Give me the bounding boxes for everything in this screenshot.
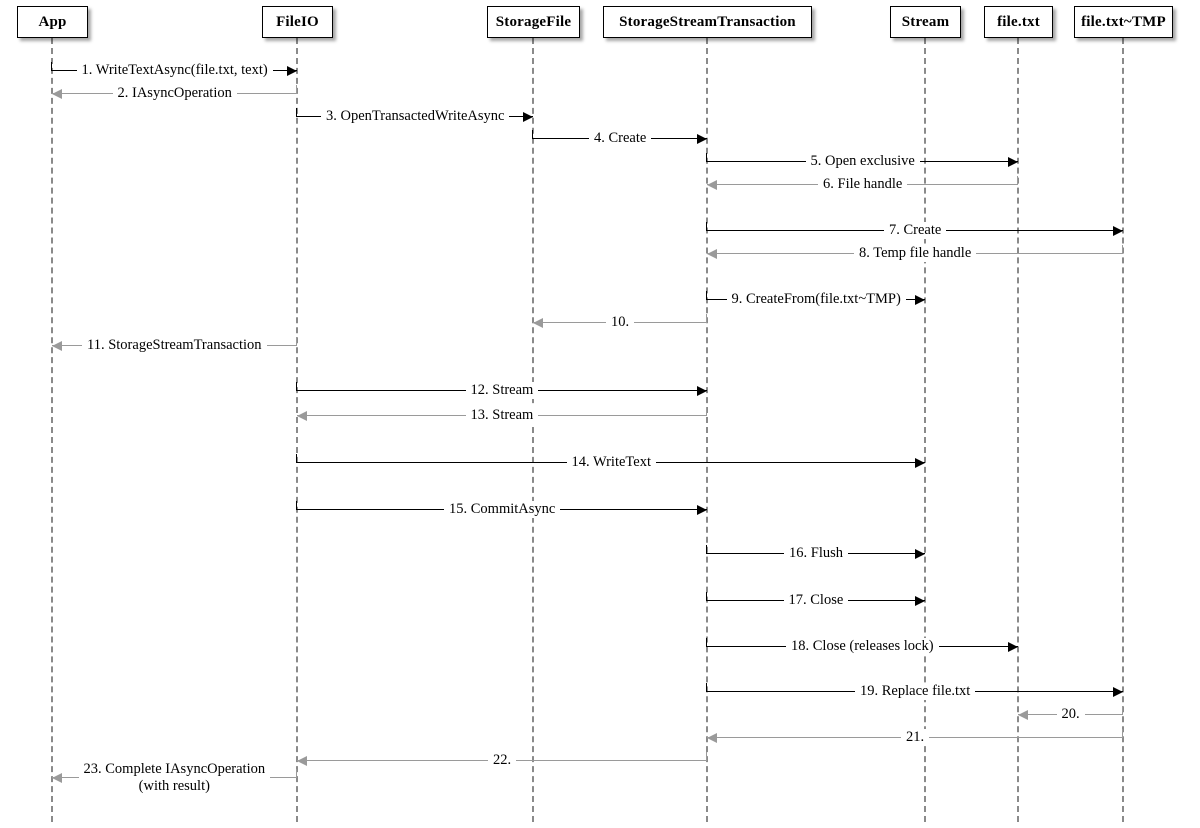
message-label: 9. CreateFrom(file.txt~TMP) [726,290,906,308]
message-label: 6. File handle [818,175,908,193]
message-arrowhead [915,458,925,468]
message-arrowhead [1113,226,1123,236]
message-arrowhead [523,112,533,122]
message-arrowhead [697,386,707,396]
message-origin-tick [51,62,52,71]
message-arrowhead [1008,642,1018,652]
message-label: 15. CommitAsync [444,500,561,518]
message-label: 16. Flush [784,544,848,562]
message-arrowhead [697,505,707,515]
message-arrowhead [915,549,925,559]
message-arrowhead [52,89,62,99]
message-label: 4. Create [589,129,652,147]
message-label: 13. Stream [465,406,539,424]
message-label: 7. Create [884,221,947,239]
message-label: 18. Close (releases lock) [786,637,939,655]
message-origin-tick [706,222,707,231]
message-label: 5. Open exclusive [805,152,920,170]
message-arrowhead [707,249,717,259]
lifeline-header-label: file.txt~TMP [1081,13,1166,30]
message-arrowhead [1008,157,1018,167]
message-arrowhead [707,733,717,743]
message-origin-tick [706,752,707,761]
message-arrowhead [1113,687,1123,697]
message-origin-tick [296,85,297,94]
message-label: 10. [606,313,635,331]
message-origin-tick [296,108,297,117]
message-origin-tick [706,592,707,601]
message-arrowhead [297,411,307,421]
message-origin-tick [1122,729,1123,738]
message-arrowhead [52,773,62,783]
message-origin-tick [296,769,297,778]
message-origin-tick [1017,176,1018,185]
message-origin-tick [706,153,707,162]
message-origin-tick [296,382,297,391]
message-label: 3. OpenTransactedWriteAsync [321,107,510,125]
message-label: 20. [1056,705,1085,723]
message-origin-tick [296,337,297,346]
lifeline-header-sfile[interactable]: StorageFile [487,6,580,38]
message-origin-tick [1122,245,1123,254]
lifeline-header-label: StorageStreamTransaction [619,13,796,30]
message-label: 14. WriteText [566,453,656,471]
message-arrowhead [287,66,297,76]
message-label: 19. Replace file.txt [855,682,976,700]
lifeline-sstx [706,38,708,822]
message-origin-tick [706,683,707,692]
message-arrowhead [1018,710,1028,720]
message-arrowhead [915,295,925,305]
lifeline-header-sstx[interactable]: StorageStreamTransaction [603,6,812,38]
message-origin-tick [296,501,297,510]
message-label: 22. [488,751,517,769]
lifeline-stream [924,38,926,822]
message-origin-tick [706,638,707,647]
lifeline-sfile [532,38,534,822]
message-label: 8. Temp file handle [854,244,977,262]
message-origin-tick [706,545,707,554]
message-label: 23. Complete IAsyncOperation(with result… [78,761,271,795]
message-label: 11. StorageStreamTransaction [82,336,267,354]
message-arrowhead [697,134,707,144]
message-origin-tick [1122,706,1123,715]
message-origin-tick [532,130,533,139]
lifeline-header-stream[interactable]: Stream [890,6,961,38]
lifeline-header-label: file.txt [997,13,1040,30]
message-origin-tick [706,314,707,323]
message-arrowhead [52,341,62,351]
message-arrowhead [915,596,925,606]
lifeline-file [1017,38,1019,822]
lifeline-app [51,38,53,822]
lifeline-header-label: App [38,13,67,30]
lifeline-fileio [296,38,298,822]
message-label: 12. Stream [465,381,539,399]
message-label: 2. IAsyncOperation [112,84,237,102]
message-label: 17. Close [783,591,849,609]
lifeline-header-tmp[interactable]: file.txt~TMP [1074,6,1173,38]
lifeline-header-file[interactable]: file.txt [984,6,1053,38]
message-arrowhead [533,318,543,328]
message-origin-tick [706,291,707,300]
lifeline-header-label: FileIO [276,13,319,30]
message-label: 21. [901,728,930,746]
lifeline-header-app[interactable]: App [17,6,88,38]
lifeline-header-label: Stream [901,13,950,30]
message-origin-tick [706,407,707,416]
lifeline-tmp [1122,38,1124,822]
message-origin-tick [296,454,297,463]
message-arrowhead [297,756,307,766]
lifeline-header-fileio[interactable]: FileIO [262,6,333,38]
message-arrowhead [707,180,717,190]
message-label: 1. WriteTextAsync(file.txt, text) [76,61,273,79]
lifeline-header-label: StorageFile [495,13,572,30]
